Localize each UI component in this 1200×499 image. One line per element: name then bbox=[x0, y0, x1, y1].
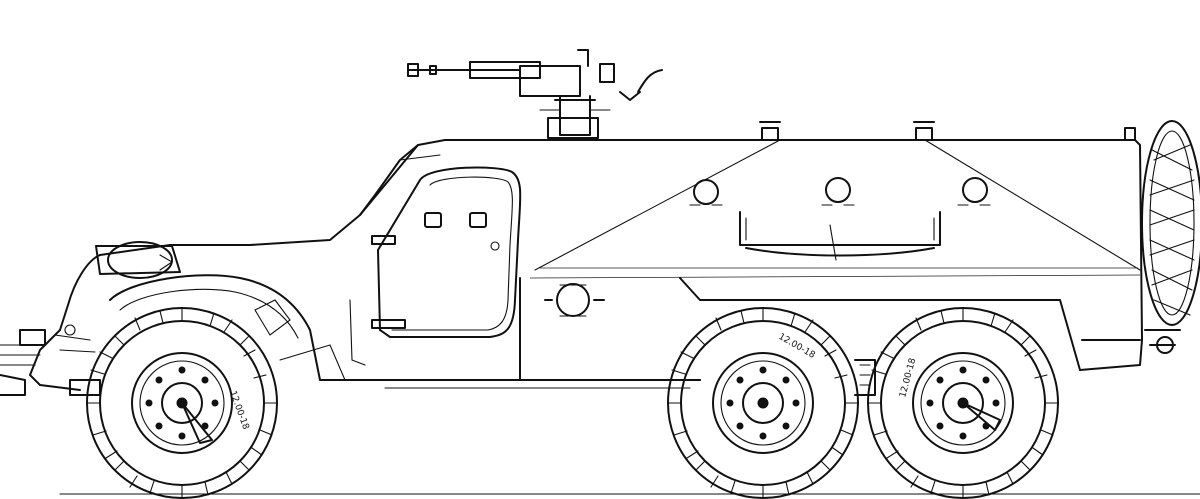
rear-tire-label: 12.00-18 bbox=[898, 357, 918, 399]
bogie-link bbox=[854, 359, 876, 396]
front-nose bbox=[0, 241, 381, 396]
front-wheel: 12.00-18 bbox=[86, 307, 278, 499]
machine-gun bbox=[407, 49, 663, 139]
hull bbox=[99, 121, 1143, 389]
rear-wheel: 12.00-18 bbox=[867, 307, 1059, 499]
leaf-spring bbox=[859, 364, 871, 386]
spare-wheel bbox=[1141, 120, 1200, 354]
middle-wheel: 12.00-18 bbox=[667, 307, 859, 499]
